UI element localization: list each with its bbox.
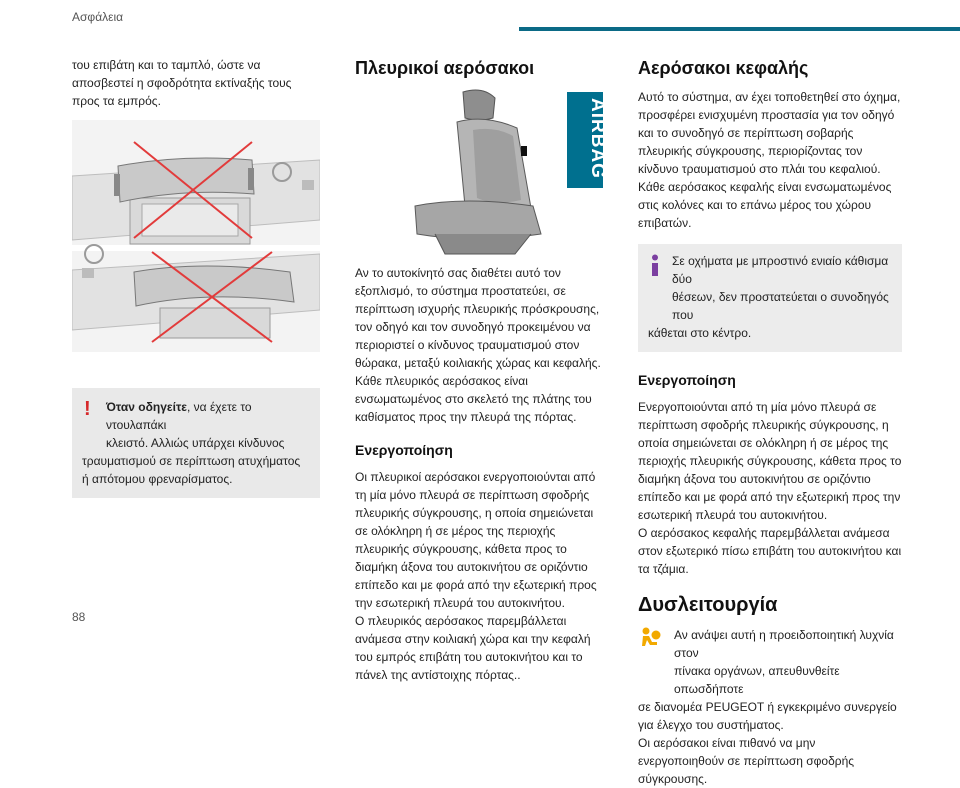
page-number: 88 <box>72 610 86 624</box>
warning-first-rest: , να έχετε το ντουλαπάκι <box>106 400 252 432</box>
exclamation-icon: ! <box>84 398 91 420</box>
malfunction-rest: σε διανομέα PEUGEOT ή εγκεκριμένο συνεργ… <box>638 700 897 732</box>
info-line-1: Σε οχήματα με μπροστινό ενιαίο κάθισμα δ… <box>672 254 889 286</box>
side-airbags-activation-title: Ενεργοποίηση <box>355 442 453 458</box>
side-airbags-p3: Οι πλευρικοί αερόσακοι ενεργοποιούνται α… <box>355 470 597 610</box>
column-1: του επιβάτη και το ταμπλό, ώστε να αποσβ… <box>72 56 320 498</box>
warning-box: ! Όταν οδηγείτε, να έχετε το ντουλαπάκι … <box>72 388 320 498</box>
curtain-airbags-p2: Κάθε αερόσακος κεφαλής είναι ενσωματωμέν… <box>638 180 892 230</box>
curtain-airbags-p1: Αυτό το σύστημα, αν έχει τοποθετηθεί στο… <box>638 90 901 176</box>
airbag-warning-lamp-icon <box>642 627 661 646</box>
malfunction-line-2: πίνακα οργάνων, απευθυνθείτε οπωσδήποτε <box>674 664 840 696</box>
header-accent-bar <box>519 27 960 31</box>
malfunction-block: Αν ανάψει αυτή η προειδοποιητική λυχνία … <box>638 626 902 788</box>
column-3: Αερόσακοι κεφαλής Αυτό το σύστημα, αν έχ… <box>638 56 902 788</box>
warning-rest: τραυματισμού σε περίπτωση ατυχήματος ή α… <box>82 454 301 486</box>
curtain-airbags-activation-title: Ενεργοποίηση <box>638 372 736 388</box>
warning-bold: Όταν οδηγείτε <box>106 400 187 414</box>
malfunction-line-1: Αν ανάψει αυτή η προειδοποιητική λυχνία … <box>674 628 894 660</box>
malfunction-title: Δυσλειτουργία <box>638 594 778 616</box>
column-2: Πλευρικοί αερόσακοι AIRBAG Αν το αυτοκίν… <box>355 56 608 684</box>
curtain-airbags-p3: Ενεργοποιούνται από τη μία μόνο πλευρά σ… <box>638 400 902 522</box>
curtain-airbags-title: Αερόσακοι κεφαλής <box>638 58 809 78</box>
header-section-title: Ασφάλεια <box>72 10 124 24</box>
seat-airbag-drawing: AIRBAG <box>414 89 608 255</box>
info-line-2: θέσεων, δεν προστατεύεται ο συνοδηγός πο… <box>672 290 889 322</box>
side-airbags-p4: Ο πλευρικός αερόσακος παρεμβάλλεται ανάμ… <box>355 614 591 682</box>
airbag-panel <box>567 92 603 188</box>
warning-first-line: Όταν οδηγείτε, να έχετε το ντουλαπάκι <box>82 398 310 434</box>
seat-illustration <box>72 120 320 352</box>
info-box: Σε οχήματα με μπροστινό ενιαίο κάθισμα δ… <box>638 244 902 352</box>
airbag-label: AIRBAG <box>587 98 605 179</box>
side-airbag-illustration: AIRBAG <box>355 88 608 256</box>
side-airbags-p2: Κάθε πλευρικός αερόσακος είναι ενσωματωμ… <box>355 374 592 424</box>
info-rest: κάθεται στο κέντρο. <box>648 326 752 340</box>
side-airbags-p1: Αν το αυτοκίνητό σας διαθέτει αυτό τον ε… <box>355 266 601 370</box>
seat-drawing <box>72 120 320 352</box>
warning-indent-line: κλειστό. Αλλιώς υπάρχει κίνδυνος <box>106 436 285 450</box>
info-icon <box>652 254 658 276</box>
intro-paragraph: του επιβάτη και το ταμπλό, ώστε να αποσβ… <box>72 58 292 108</box>
side-airbags-title: Πλευρικοί αερόσακοι <box>355 58 535 78</box>
curtain-airbags-p4: Ο αερόσακος κεφαλής παρεμβάλλεται ανάμεσ… <box>638 526 902 576</box>
malfunction-p2: Οι αερόσακοι είναι πιθανό να μην ενεργοπ… <box>638 736 855 786</box>
